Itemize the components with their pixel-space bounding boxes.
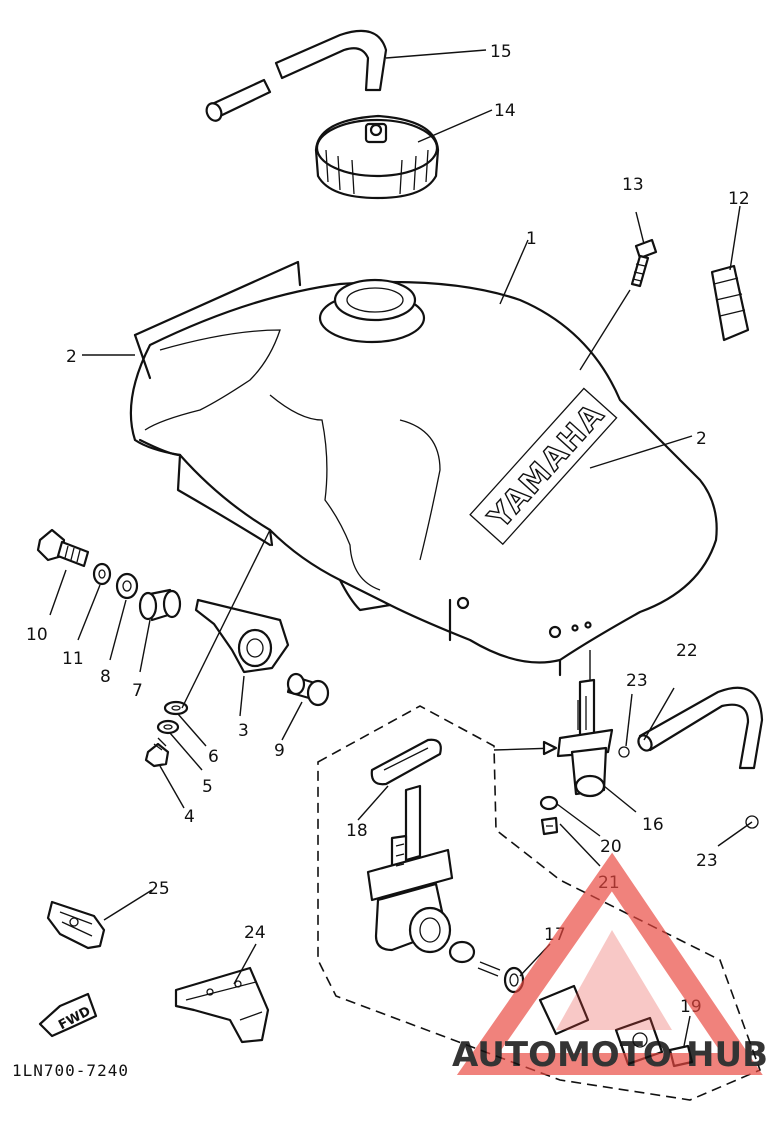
callout-10: 10 — [26, 625, 48, 645]
part-13-screw — [630, 238, 658, 288]
callout-11: 11 — [62, 649, 84, 669]
part-9-damper — [286, 672, 330, 707]
part-4-bolt — [144, 737, 170, 768]
part-10-bolt — [36, 528, 90, 568]
callout-5: 5 — [202, 777, 213, 797]
part-1-fuel-tank: YAMAHA — [129, 278, 718, 677]
part-7-grommet — [138, 588, 182, 622]
fwd-arrow-icon: FWD — [38, 992, 98, 1038]
part-25-bracket — [46, 900, 106, 950]
callout-3: 3 — [238, 721, 249, 741]
part-2-decal — [133, 260, 302, 380]
callout-6: 6 — [208, 747, 219, 767]
part-24-cover — [174, 966, 270, 1044]
callout-23-top: 23 — [626, 671, 648, 691]
callout-24: 24 — [244, 923, 266, 943]
callout-13: 13 — [622, 175, 644, 195]
callout-12: 12 — [728, 189, 750, 209]
part-20-washer — [539, 795, 559, 811]
part-14-fuel-cap — [314, 114, 440, 200]
callout-15: 15 — [490, 42, 512, 62]
callout-16: 16 — [642, 815, 664, 835]
part-5-washer — [156, 719, 180, 735]
callout-1: 1 — [526, 229, 537, 249]
automotohub-watermark-logo: AUTOMOTO HUB — [452, 852, 768, 1075]
leader-lines — [49, 49, 753, 1047]
callout-22: 22 — [676, 641, 698, 661]
callout-9: 9 — [274, 741, 285, 761]
callout-2-left: 2 — [66, 347, 77, 367]
watermark-text-left: AUTOMOTO — [452, 1035, 672, 1075]
callout-20: 20 — [600, 837, 622, 857]
part-15-breather-hose — [205, 29, 388, 122]
part-22-fuel-hose — [637, 686, 764, 770]
part-16-fuel-cock — [556, 678, 614, 798]
callout-18: 18 — [346, 821, 368, 841]
callout-25: 25 — [148, 879, 170, 899]
part-8-collar — [115, 572, 139, 600]
callout-14: 14 — [494, 101, 516, 121]
part-12-damper — [710, 264, 750, 342]
part-3-bracket — [194, 598, 290, 674]
callout-4: 4 — [184, 807, 195, 827]
callout-7: 7 — [132, 681, 143, 701]
diagram-code: 1LN700-7240 — [12, 1061, 129, 1080]
part-23-clip — [618, 746, 759, 829]
callout-23-bottom: 23 — [696, 851, 718, 871]
callout-8: 8 — [100, 667, 111, 687]
part-17-fuel-cock-body — [366, 784, 664, 1066]
part-18-gasket — [370, 738, 442, 786]
part-6-washer — [163, 700, 189, 716]
callout-2-right: 2 — [696, 429, 707, 449]
part-11-washer — [92, 562, 112, 586]
part-21-screw — [540, 816, 559, 836]
watermark-text-right: HUB — [686, 1035, 768, 1075]
